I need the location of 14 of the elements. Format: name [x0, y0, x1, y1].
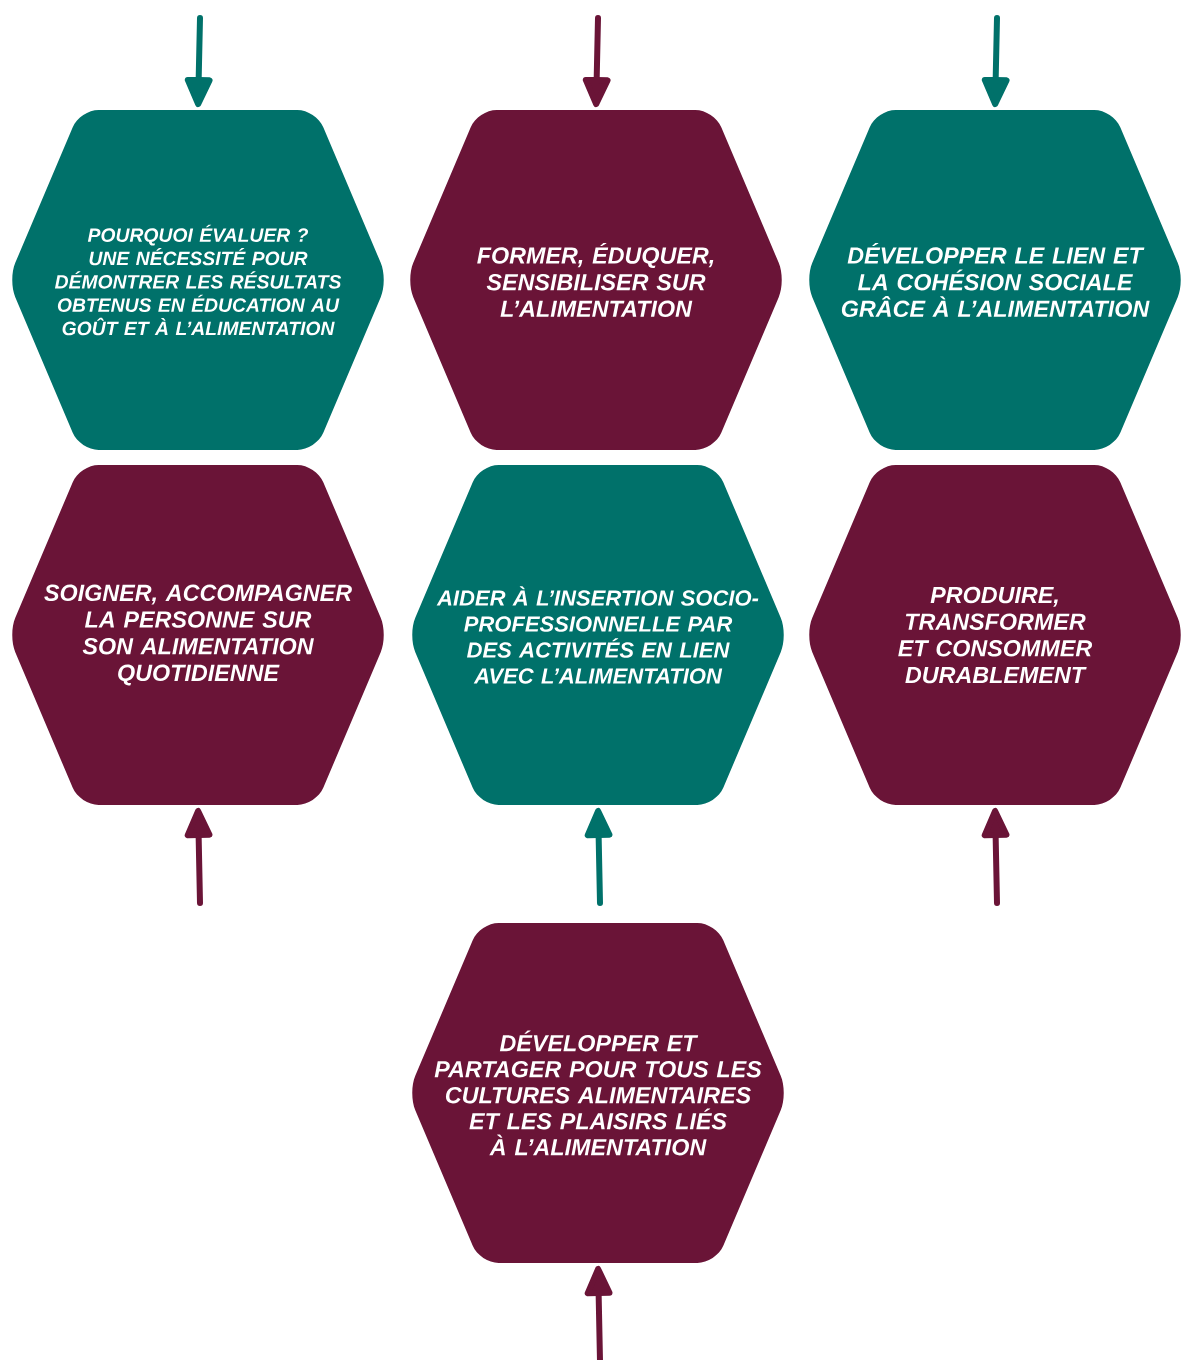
arrow: [184, 15, 213, 108]
hexagon: DÉVELOPPER ET PARTAGER POUR TOUS LES CULTURES ALIMENTAIRES ET LES PLAISIRS LIÉS À L’ALIMENTATION: [412, 923, 784, 1263]
hexagon: AIDER À L’INSERTION SOCIO-PROFESSIONNELLE PAR DES ACTIVITÉS EN LIEN AVEC L’ALIMENTATION: [412, 465, 784, 805]
arrow: [584, 807, 613, 906]
hexagon: SOIGNER, ACCOMPAGNER LA PERSONNE SUR SON ALIMENTATION QUOTIDIENNE: [12, 465, 384, 805]
hexagon: POURQUOI ÉVALUER ? UNE NÉCESSITÉ POUR DÉMONTRER LES RÉSULTATS OBTENUS EN ÉDUCATION AU GOÛT ET À L’ALIMENTATION: [12, 110, 384, 450]
arrow: [584, 1265, 613, 1360]
hexagon: PRODUIRE, TRANSFORMER ET CONSOMMER DURABLEMENT: [809, 465, 1181, 805]
hexagon: FORMER, ÉDUQUER, SENSIBILISER SUR L’ALIMENTATION: [410, 110, 782, 450]
arrow: [981, 807, 1010, 906]
arrow: [582, 15, 611, 108]
arrow: [981, 15, 1010, 108]
arrow: [184, 807, 213, 906]
hexagon: DÉVELOPPER LE LIEN ET LA COHÉSION SOCIALE GRÂCE À L’ALIMENTATION: [809, 110, 1181, 450]
